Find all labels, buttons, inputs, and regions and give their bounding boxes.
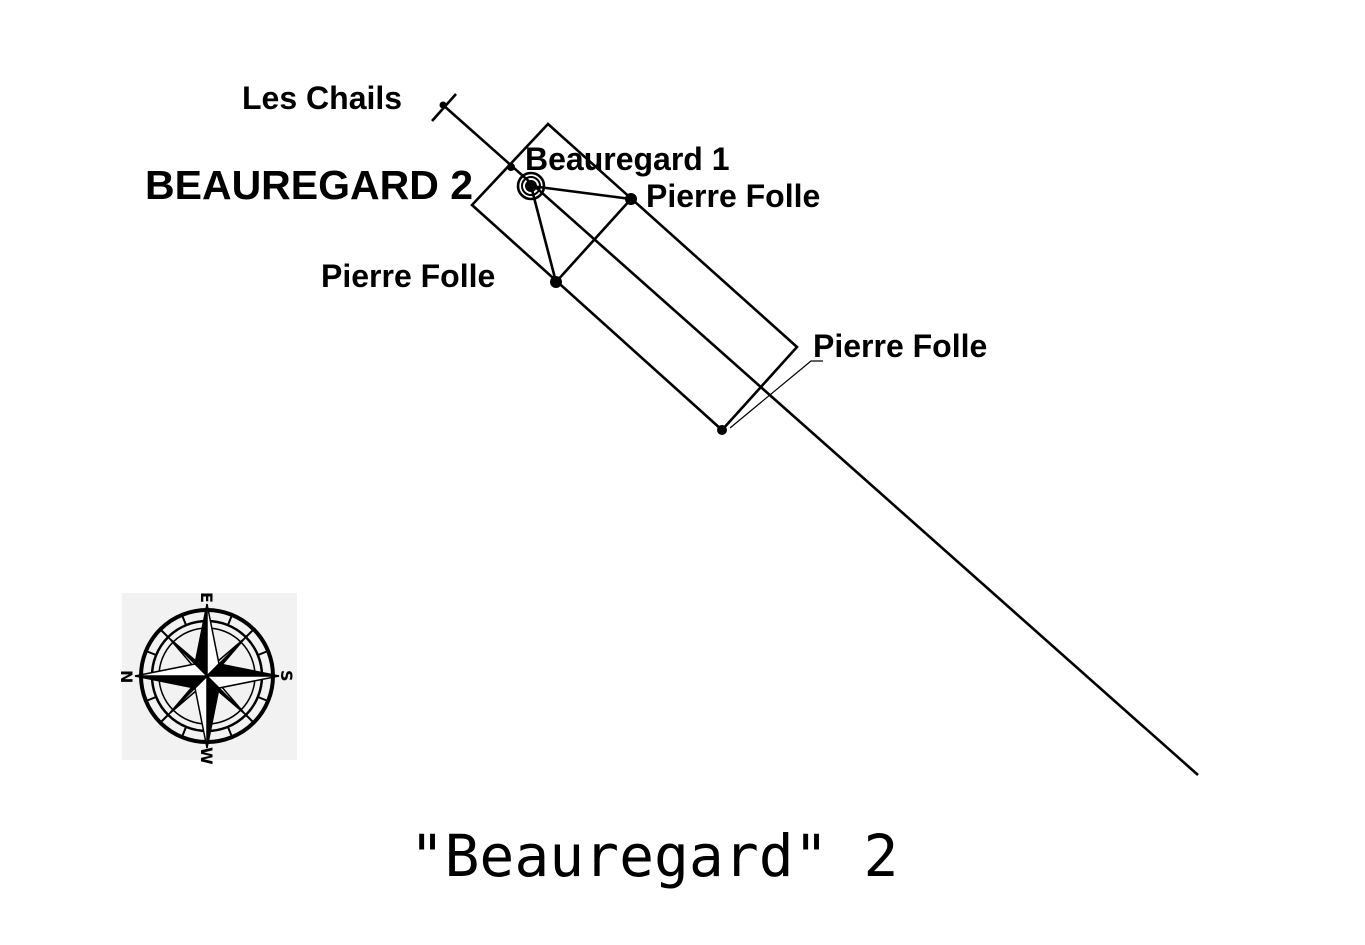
label-pierre-folle-east: Pierre Folle — [646, 178, 820, 214]
label-beauregard-1: Beauregard 1 — [525, 141, 730, 177]
compass-south-letter: S — [277, 670, 296, 682]
compass-east-letter: E — [197, 592, 216, 603]
link-to-pierre-folle-east — [530, 184, 632, 201]
les-chails-point — [439, 101, 447, 109]
compass-north-letter: N — [117, 670, 136, 683]
beauregard-2-inner-ring — [521, 176, 541, 196]
link-to-pierre-folle-west — [529, 185, 558, 283]
label-beauregard-2: BEAUREGARD 2 — [145, 162, 473, 208]
compass-west-letter: W — [197, 747, 216, 765]
label-pierre-folle-south: Pierre Folle — [813, 328, 987, 364]
pierre-folle-west-point — [550, 276, 562, 288]
beauregard-2-point — [525, 180, 537, 192]
compass-rose-icon: N S E W — [117, 592, 297, 765]
pierre-folle-south-point — [717, 425, 727, 435]
enclosure-crossline — [555, 198, 632, 283]
alignment-line — [442, 104, 1199, 776]
beauregard-1-point — [507, 163, 515, 171]
pierre-folle-south-leader — [729, 360, 823, 429]
label-les-chails: Les Chails — [242, 80, 402, 116]
diagram-title: "Beauregard" 2 — [410, 822, 899, 890]
label-pierre-folle-west: Pierre Folle — [321, 258, 495, 294]
beauregard-2-outer-ring — [516, 171, 546, 201]
pierre-folle-east-point — [625, 193, 637, 205]
